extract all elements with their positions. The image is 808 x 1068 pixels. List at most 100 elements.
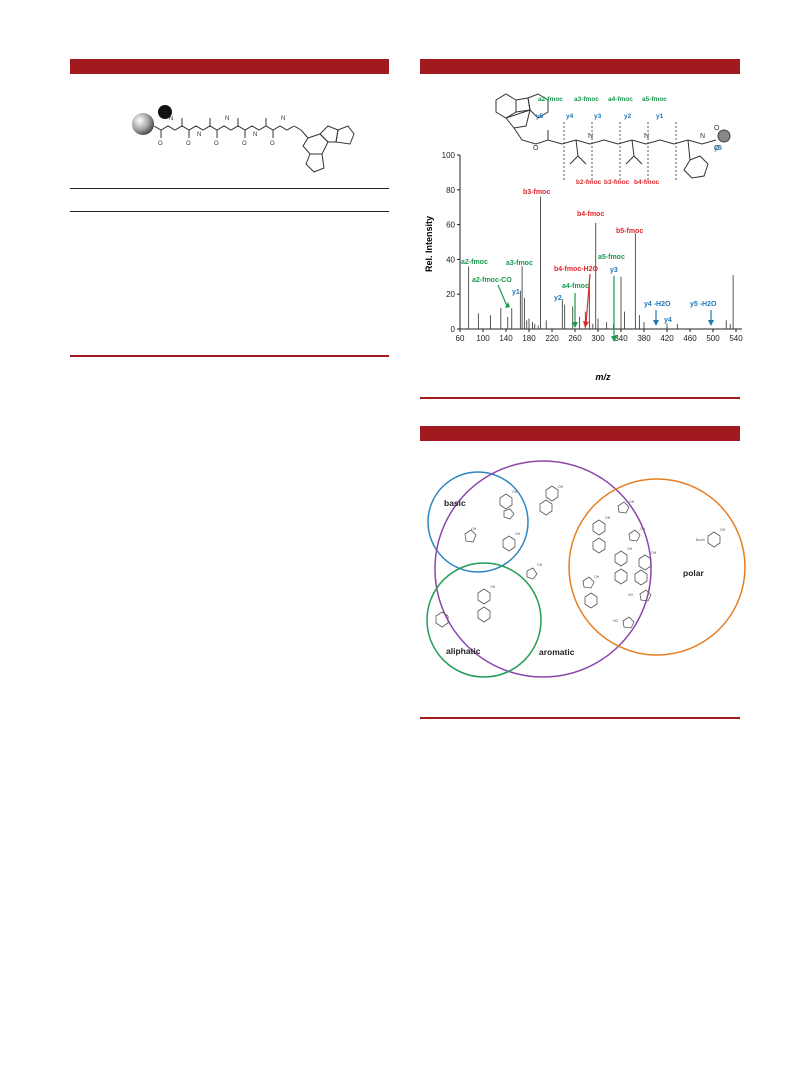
y-tick-label: 100 bbox=[442, 151, 456, 160]
panel-header-bar bbox=[70, 59, 389, 74]
x-tick-label: 460 bbox=[683, 334, 697, 343]
y-tick-label: 0 bbox=[451, 325, 456, 334]
label-b5-fmoc: b5-fmoc bbox=[616, 228, 643, 235]
panel-footer-rule bbox=[420, 397, 740, 399]
svg-text:N: N bbox=[197, 132, 201, 138]
structure-label-b2: b2-fmoc bbox=[576, 179, 602, 186]
x-tick-label: 300 bbox=[591, 334, 605, 343]
x-tick-label: 380 bbox=[637, 334, 651, 343]
structure-label-a4: a4-fmoc bbox=[608, 96, 633, 103]
label-a3-fmoc: a3-fmoc bbox=[506, 260, 533, 267]
y-tick-label: 80 bbox=[446, 186, 455, 195]
svg-text:OH: OH bbox=[605, 516, 611, 520]
label-b4-fmoc: b4-fmoc bbox=[577, 211, 604, 218]
label-y2: y2 bbox=[554, 295, 562, 302]
x-tick-label: 340 bbox=[614, 334, 628, 343]
svg-text:OH: OH bbox=[537, 563, 543, 567]
structure-label-y5: y5 bbox=[536, 113, 544, 120]
venn-circle-aromatic bbox=[434, 460, 652, 678]
resin-bead bbox=[132, 113, 154, 135]
svg-text:OH: OH bbox=[558, 485, 564, 489]
svg-text:OH: OH bbox=[515, 532, 521, 536]
venn-label-aliphatic: aliphatic bbox=[446, 646, 481, 656]
y5-top-label: y5 bbox=[714, 145, 722, 152]
svg-text:OH: OH bbox=[471, 527, 477, 531]
x-tick-label: 60 bbox=[456, 334, 465, 343]
cleavage-lines bbox=[563, 122, 677, 180]
venn-diagram: basic aromatic polar aliphatic OH OH OH OH… bbox=[426, 460, 746, 678]
svg-text:N: N bbox=[169, 116, 173, 122]
svg-text:OH: OH bbox=[629, 500, 635, 504]
svg-text:OH: OH bbox=[512, 490, 518, 494]
x-tick-label: 100 bbox=[476, 334, 490, 343]
svg-text:O: O bbox=[186, 141, 191, 147]
modified-bead bbox=[158, 105, 172, 119]
structure-label-y2: y2 bbox=[624, 113, 632, 120]
label-a5-fmoc: a5-fmoc bbox=[598, 254, 625, 261]
svg-text:O: O bbox=[158, 141, 163, 147]
label-a2-fmoc-co: a2-fmoc-CO bbox=[472, 277, 512, 284]
venn-circle-polar bbox=[568, 478, 746, 656]
label-y3: y3 bbox=[610, 267, 618, 274]
svg-text:OH: OH bbox=[490, 585, 496, 589]
svg-text:N: N bbox=[588, 133, 593, 140]
fmoc-peptide-structure bbox=[495, 93, 717, 179]
panel-footer-rule bbox=[70, 355, 389, 357]
label-y4-h2o: y4 -H2O bbox=[644, 301, 671, 308]
structure-label-b4: b4-fmoc bbox=[634, 179, 660, 186]
svg-text:O: O bbox=[714, 145, 720, 152]
svg-text:O: O bbox=[714, 125, 720, 132]
structure-label-a2: a2-fmoc bbox=[538, 96, 563, 103]
svg-text:N: N bbox=[700, 133, 705, 140]
x-tick-label: 500 bbox=[706, 334, 720, 343]
structure-label-b3: b3-fmoc bbox=[604, 179, 630, 186]
structure-label-y3: y3 bbox=[594, 113, 602, 120]
table-rule-top bbox=[70, 188, 389, 189]
annotation-arrows bbox=[497, 273, 714, 342]
resin-bead bbox=[717, 129, 731, 143]
x-tick-label: 180 bbox=[522, 334, 536, 343]
venn-label-basic: basic bbox=[444, 498, 466, 508]
chart-axes bbox=[457, 154, 742, 332]
structure-label-y1: y1 bbox=[656, 113, 664, 120]
structure-label-a3: a3-fmoc bbox=[574, 96, 599, 103]
svg-text:OH: OH bbox=[594, 575, 600, 579]
svg-text:N: N bbox=[281, 116, 285, 122]
panel-header-bar bbox=[420, 59, 740, 74]
x-tick-label: 260 bbox=[568, 334, 582, 343]
x-tick-label: 420 bbox=[660, 334, 674, 343]
molecule-sketches bbox=[435, 485, 721, 629]
label-y4: y4 bbox=[664, 317, 672, 324]
svg-text:HO: HO bbox=[628, 593, 634, 597]
structure-label-a5: a5-fmoc bbox=[642, 96, 667, 103]
structure-label-y4: y4 bbox=[566, 113, 574, 120]
svg-text:O: O bbox=[270, 141, 275, 147]
table-rule-mid bbox=[70, 211, 389, 212]
y-tick-label: 20 bbox=[446, 290, 455, 299]
y-axis-label: Rel. Intensity bbox=[424, 216, 434, 272]
svg-text:O: O bbox=[214, 141, 219, 147]
label-a2-fmoc: a2-fmoc bbox=[461, 259, 488, 266]
x-tick-label: 140 bbox=[499, 334, 513, 343]
svg-text:HO: HO bbox=[613, 619, 619, 623]
label-y1: y1 bbox=[512, 289, 520, 296]
label-b4-fmoc-h2o: b4-fmoc-H2O bbox=[554, 266, 599, 273]
panel-header-bar bbox=[420, 426, 740, 441]
venn-circle-basic bbox=[427, 471, 529, 573]
venn-circle-aliphatic bbox=[426, 562, 542, 678]
x-tick-label: 540 bbox=[729, 334, 743, 343]
svg-text:O: O bbox=[242, 141, 247, 147]
venn-label-aromatic: aromatic bbox=[539, 647, 575, 657]
venn-label-polar: polar bbox=[683, 568, 704, 578]
svg-text:OH: OH bbox=[640, 527, 646, 531]
svg-text:N: N bbox=[253, 132, 257, 138]
x-axis-label: m/z bbox=[595, 372, 611, 382]
label-y5-h2o: y5 -H2O bbox=[690, 301, 717, 308]
label-b3-fmoc: b3-fmoc bbox=[523, 189, 550, 196]
svg-text:BocN: BocN bbox=[696, 538, 705, 542]
y-tick-label: 40 bbox=[446, 255, 455, 264]
svg-text:N: N bbox=[644, 133, 649, 140]
